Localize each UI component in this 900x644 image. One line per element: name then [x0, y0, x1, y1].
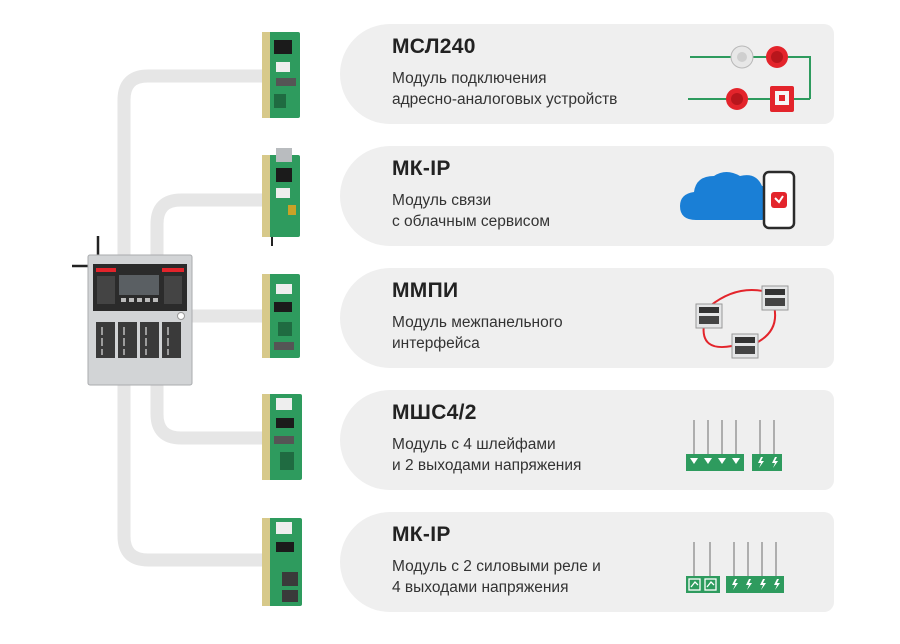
module-card-3: ММПИ Модуль межпанельного интерфейса: [340, 268, 834, 368]
module-title: МК-IP: [392, 157, 451, 180]
connector-lines: [117, 69, 262, 567]
pcb-module-2: [262, 148, 300, 246]
module-card-2: МК-IP Модуль связи с облачным сервисом: [340, 146, 834, 246]
pcb-module-4: [262, 394, 302, 480]
relays-outputs-icon: [686, 542, 784, 593]
connector-5: [117, 384, 262, 567]
connector-4: [150, 384, 262, 445]
module-card-4: МШС4/2 Модуль с 4 шлейфами и 2 выходами …: [340, 390, 834, 490]
module-description: Модуль подключения адресно-аналоговых ус…: [392, 70, 618, 108]
pcb-module-5: [262, 518, 302, 606]
module-card-1: МСЛ240 Модуль подключения адресно-аналог…: [340, 24, 834, 124]
module-title: МСЛ240: [392, 35, 476, 58]
module-title: МШС4/2: [392, 401, 477, 424]
module-card-5: МК-IP Модуль с 2 силовыми реле и 4 выход…: [340, 512, 834, 612]
module-title: МК-IP: [392, 523, 451, 546]
loops-outputs-icon: [686, 420, 782, 471]
module-description: Модуль с 2 силовыми реле и 4 выходами на…: [392, 558, 601, 596]
fire-panel: [72, 236, 193, 386]
module-description: Модуль связи с облачным сервисом: [392, 192, 551, 230]
module-description: Модуль межпанельного интерфейса: [392, 314, 563, 352]
module-description: Модуль с 4 шлейфами и 2 выходами напряже…: [392, 436, 582, 474]
panel-network-icon: [695, 285, 789, 359]
pcb-module-3: [262, 274, 300, 358]
addressable-devices-icon: [688, 45, 811, 112]
cloud-phone-icon: [680, 170, 796, 230]
connector-2: [150, 193, 262, 256]
module-title: ММПИ: [392, 279, 459, 302]
connector-1: [117, 69, 262, 256]
pcb-module-1: [262, 32, 300, 118]
